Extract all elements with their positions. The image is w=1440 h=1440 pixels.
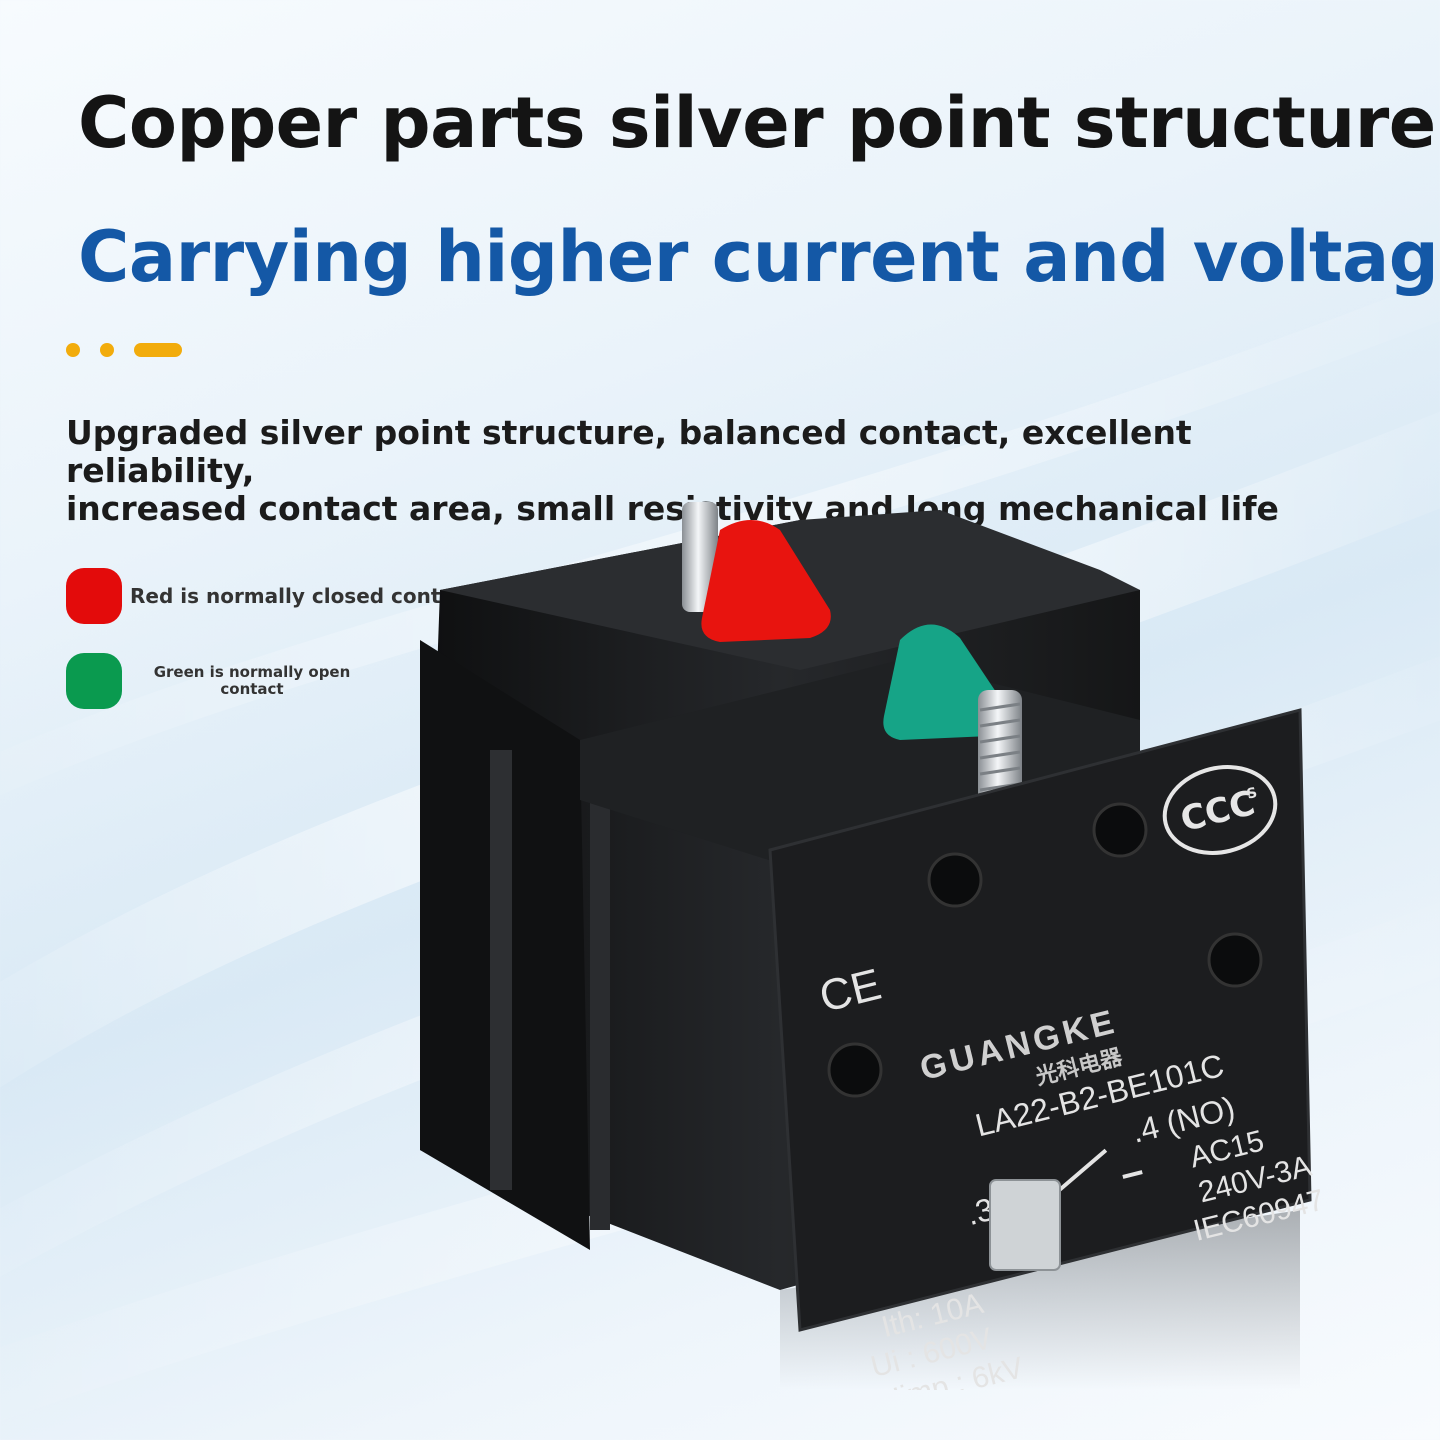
legend-nc-label: Red is normally closed contact [130,584,476,608]
floor-reflection [780,1210,1300,1390]
legend-nc: Red is normally closed contact [66,568,475,624]
nc-button [701,520,831,642]
legend-no: Green is normally open contact [66,653,372,709]
page-title: Copper parts silver point structure [78,82,1436,164]
mounting-hole [1092,802,1148,858]
no-button [883,624,1010,740]
mounting-hole [927,852,983,908]
mounting-hole [1207,932,1263,988]
bottom-terminal [989,1179,1061,1271]
side-rib [590,770,610,1230]
mounting-hole [827,1042,883,1098]
description: Upgraded silver point structure, balance… [66,414,1386,528]
description-line-2: increased contact area, small resistivit… [66,489,1279,528]
legend-no-label: Green is normally open contact [153,663,351,698]
red-swatch [66,568,122,624]
accent-pill [134,343,182,357]
page-subtitle: Carrying higher current and voltage [78,216,1440,298]
green-swatch [66,653,122,709]
accent-dot [66,343,80,357]
ccc-s-text: S [1245,785,1259,803]
side-rib [490,750,512,1190]
screw-threads [979,702,1021,792]
accent-dots [66,343,182,357]
accent-dot [100,343,114,357]
description-line-1: Upgraded silver point structure, balance… [66,413,1192,490]
front-face [768,708,1312,1332]
nc-plunger [682,502,831,642]
contact-block-image: CCC S CE GUANGKE 光科电器 LA22-B2-BE101C .4 … [420,502,1320,1390]
